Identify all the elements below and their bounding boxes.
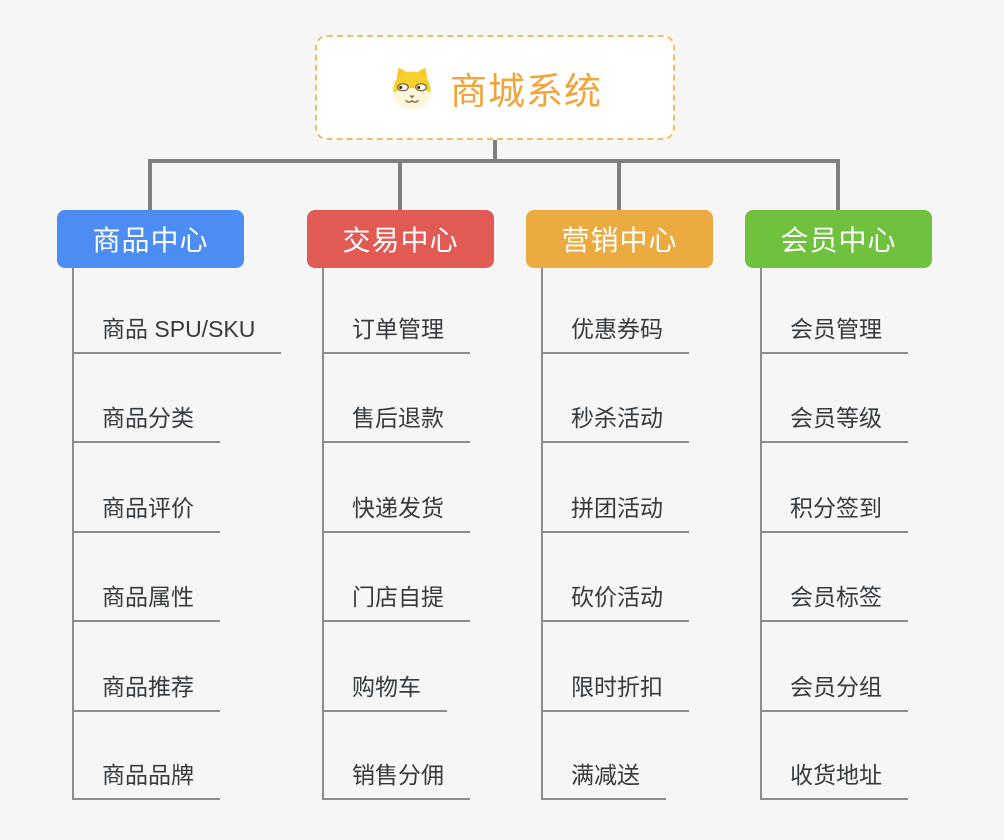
leaf-node[interactable]: 售后退款: [322, 401, 470, 443]
branch-label: 会员中心: [780, 225, 897, 256]
dog-face-icon: [393, 67, 431, 109]
leaf-node[interactable]: 拼团活动: [541, 491, 689, 533]
leaf-node[interactable]: 门店自提: [322, 580, 470, 622]
leaf-node[interactable]: 快递发货: [322, 491, 470, 533]
subtree-spine: [322, 268, 324, 800]
connector-drop-member: [836, 159, 840, 211]
subtree-spine: [760, 268, 762, 800]
leaf-node[interactable]: 满减送: [541, 758, 666, 800]
leaf-node[interactable]: 会员管理: [760, 312, 908, 354]
branch-label: 商品中心: [92, 225, 209, 256]
subtree-spine: [72, 268, 74, 800]
leaf-node[interactable]: 购物车: [322, 670, 447, 712]
root-node-mall-system[interactable]: 商城系统: [315, 35, 675, 140]
branch-connector-horizontal: [148, 159, 840, 163]
leaf-node[interactable]: 商品 SPU/SKU: [72, 312, 282, 354]
branch-node-member-center[interactable]: 会员中心: [745, 210, 932, 268]
leaf-node[interactable]: 积分签到: [760, 491, 908, 533]
leaf-node[interactable]: 商品评价: [72, 491, 220, 533]
leaf-node[interactable]: 砍价活动: [541, 580, 689, 622]
branch-node-trade-center[interactable]: 交易中心: [307, 210, 494, 268]
root-title: 商城系统: [450, 70, 602, 112]
leaf-node[interactable]: 商品属性: [72, 580, 220, 622]
leaf-node[interactable]: 销售分佣: [322, 758, 470, 800]
leaf-node[interactable]: 会员等级: [760, 401, 908, 443]
branch-label: 营销中心: [561, 225, 678, 256]
leaf-node[interactable]: 优惠券码: [541, 312, 689, 354]
subtree-spine: [541, 268, 543, 800]
leaf-node[interactable]: 商品品牌: [72, 758, 220, 800]
leaf-node[interactable]: 会员分组: [760, 670, 908, 712]
leaf-node[interactable]: 收货地址: [760, 758, 908, 800]
leaf-node[interactable]: 商品分类: [72, 401, 220, 443]
connector-drop-product: [148, 159, 152, 211]
connector-drop-marketing: [617, 159, 621, 211]
leaf-node[interactable]: 秒杀活动: [541, 401, 689, 443]
leaf-node[interactable]: 限时折扣: [541, 670, 689, 712]
root-connector-stub: [493, 138, 497, 163]
leaf-node[interactable]: 订单管理: [322, 312, 470, 354]
leaf-node[interactable]: 商品推荐: [72, 670, 220, 712]
leaf-node[interactable]: 会员标签: [760, 580, 908, 622]
branch-node-marketing-center[interactable]: 营销中心: [526, 210, 713, 268]
connector-drop-trade: [398, 159, 402, 211]
branch-label: 交易中心: [342, 225, 459, 256]
branch-node-product-center[interactable]: 商品中心: [57, 210, 244, 268]
